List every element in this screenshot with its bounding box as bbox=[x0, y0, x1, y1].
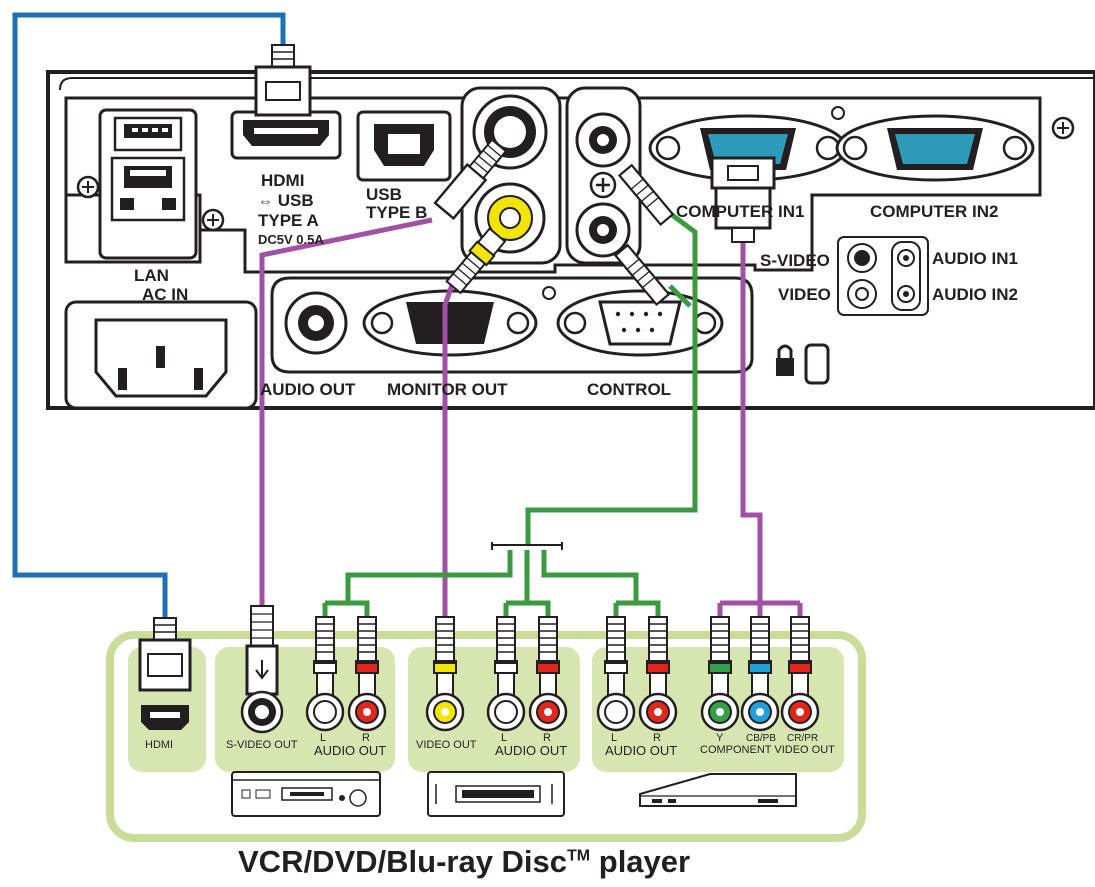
player-hdmi-label: HDMI bbox=[145, 739, 174, 751]
video-out-label: VIDEO OUT bbox=[416, 739, 477, 751]
usb-b-port bbox=[356, 110, 452, 182]
usb-a-text: USB bbox=[277, 191, 314, 210]
security-lock-icon bbox=[776, 343, 830, 385]
monitor-out-label: MONITOR OUT bbox=[387, 380, 508, 399]
audio-r-jack-1 bbox=[347, 692, 387, 732]
audio-l-jack-3 bbox=[596, 692, 636, 732]
audio-in1-label: AUDIO IN1 bbox=[932, 249, 1018, 268]
component-cb-jack bbox=[740, 692, 780, 732]
video-plug-bottom bbox=[433, 616, 457, 704]
s-video-in-label: S-VIDEO bbox=[760, 251, 830, 270]
computer-in2-label: COMPUTER IN2 bbox=[870, 202, 999, 221]
component-cr-jack bbox=[780, 692, 820, 732]
hdmi-cable bbox=[12, 12, 286, 628]
control-label: CONTROL bbox=[587, 380, 672, 399]
player-title: VCR/DVD/Blu-ray DiscTM player bbox=[238, 846, 690, 877]
audio-r-plug-2 bbox=[536, 616, 560, 704]
video-output-jack bbox=[425, 692, 465, 732]
audio-r-plug-1 bbox=[355, 616, 379, 704]
hdmi-plug-bottom bbox=[138, 617, 192, 692]
trademark-mark: TM bbox=[567, 847, 591, 865]
audio-l-label-2: L bbox=[501, 732, 508, 744]
s-video-output-jack bbox=[240, 690, 284, 734]
component-cr-plug bbox=[788, 616, 812, 704]
ac-inlet bbox=[64, 300, 258, 410]
component-y-plug bbox=[708, 616, 732, 704]
audio-r-label-1: R bbox=[362, 732, 370, 744]
computer-in2-port bbox=[835, 114, 1035, 182]
audio-l-plug-1 bbox=[313, 616, 337, 704]
s-video-plug-bottom bbox=[245, 605, 279, 696]
audio-l-label-3: L bbox=[611, 732, 618, 744]
hdmi-plug-top bbox=[254, 44, 312, 117]
lan-port bbox=[98, 108, 198, 260]
s-video-out-label: S-VIDEO OUT bbox=[226, 739, 298, 751]
component-video-out-label: COMPONENT VIDEO OUT bbox=[700, 744, 835, 756]
component-cr-label: CR/PR bbox=[787, 733, 819, 744]
audio-out-label-2: AUDIO OUT bbox=[495, 743, 568, 758]
hdmi-port bbox=[230, 110, 342, 160]
component-plug-top bbox=[710, 156, 776, 243]
hdmi-label: HDMI bbox=[261, 171, 305, 190]
component-cable bbox=[717, 240, 803, 628]
lan-label: LAN bbox=[134, 266, 169, 285]
audio-r-plug-3 bbox=[646, 616, 670, 704]
usb-a-label: ⇔ USB bbox=[258, 192, 314, 209]
audio-plug-top bbox=[617, 163, 675, 227]
audio-r-jack-2 bbox=[528, 692, 568, 732]
video-in-label: VIDEO bbox=[778, 285, 831, 304]
audio-out-label-3: AUDIO OUT bbox=[605, 743, 678, 758]
component-cb-label: CB/PB bbox=[746, 733, 777, 744]
audio-r-jack-3 bbox=[638, 692, 678, 732]
audio-plug-bottom bbox=[613, 243, 671, 307]
video-plug-top bbox=[445, 227, 507, 295]
player-title-suffix: player bbox=[590, 844, 691, 879]
s-video-plug-top bbox=[433, 138, 508, 221]
component-y-label: Y bbox=[716, 732, 724, 744]
audio-out-label: AUDIO OUT bbox=[260, 380, 356, 399]
usb-a-power-label: DC5V 0.5A bbox=[258, 232, 324, 247]
component-cb-plug bbox=[748, 616, 772, 704]
audio-l-plug-2 bbox=[494, 616, 518, 704]
video-jack-block bbox=[460, 86, 562, 265]
audio-l-jack-1 bbox=[305, 692, 345, 732]
audio-jack-block bbox=[565, 86, 642, 265]
component-y-jack bbox=[700, 692, 740, 732]
vcr-icon bbox=[427, 771, 565, 817]
audio-r-label-2: R bbox=[543, 732, 551, 744]
usb-icon: ⇔ bbox=[258, 193, 273, 210]
audio-l-label-1: L bbox=[320, 732, 327, 744]
blu-ray-player-icon bbox=[639, 773, 797, 807]
small-jack-panel bbox=[837, 236, 929, 316]
usb-b-type-label: TYPE B bbox=[366, 203, 428, 222]
hdmi-output-port bbox=[141, 705, 189, 730]
dvd-player-icon bbox=[231, 771, 381, 817]
computer-in1-label: COMPUTER IN1 bbox=[676, 202, 805, 221]
ac-in-label: AC IN bbox=[142, 285, 189, 304]
audio-l-plug-3 bbox=[604, 616, 628, 704]
player-title-text: VCR/DVD/Blu-ray Disc bbox=[238, 844, 568, 879]
s-video-cable bbox=[259, 217, 433, 610]
audio-r-label-3: R bbox=[653, 732, 661, 744]
video-cable bbox=[442, 284, 455, 628]
audio-in2-label: AUDIO IN2 bbox=[932, 285, 1018, 304]
usb-a-type-label: TYPE A bbox=[258, 211, 319, 230]
audio-cable bbox=[525, 209, 698, 545]
audio-l-jack-2 bbox=[486, 692, 526, 732]
usb-b-label: USB bbox=[366, 185, 402, 204]
audio-out-label-1: AUDIO OUT bbox=[314, 743, 387, 758]
